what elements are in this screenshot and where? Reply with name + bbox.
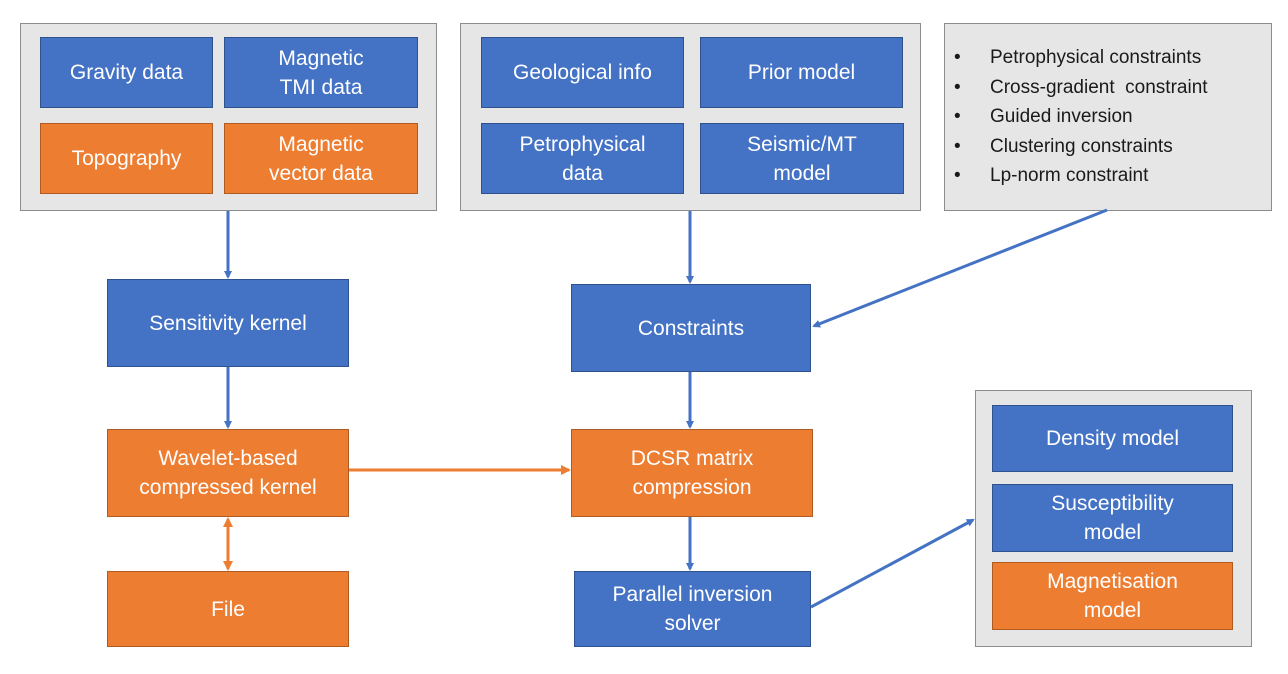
constraint-item-label: Clustering constraints bbox=[990, 135, 1173, 157]
arrow-constrainttypes-to-constraints bbox=[812, 208, 1108, 328]
constraint-item: • Petrophysical constraints bbox=[944, 43, 1272, 73]
sensitivity-kernel-box: Sensitivity kernel bbox=[107, 279, 349, 367]
constraint-item-label: Lp-norm constraint bbox=[990, 165, 1149, 186]
seismic-mt-model-box: Seismic/MT model bbox=[700, 123, 904, 194]
magnetic-tmi-data-box: Magnetic TMI data bbox=[224, 37, 418, 108]
constraint-types-list: • Petrophysical constraints • Cross-gradie… bbox=[944, 43, 1272, 191]
geological-info-box: Geological info bbox=[481, 37, 684, 108]
bullet-icon: • bbox=[954, 47, 961, 68]
file-box: File bbox=[107, 571, 349, 647]
susceptibility-model-box: Susceptibility model bbox=[992, 484, 1233, 552]
parallel-solver-box: Parallel inversion solver bbox=[574, 571, 811, 647]
wavelet-kernel-box: Wavelet-based compressed kernel bbox=[107, 429, 349, 517]
constraint-item-label: Cross-gradient constraint bbox=[990, 76, 1208, 98]
bullet-icon: • bbox=[954, 135, 961, 157]
arrow-solver-to-output bbox=[810, 518, 975, 609]
prior-model-box: Prior model bbox=[700, 37, 903, 108]
magnetisation-model-box: Magnetisation model bbox=[992, 562, 1233, 630]
gravity-data-box: Gravity data bbox=[40, 37, 213, 108]
bullet-icon: • bbox=[954, 76, 961, 98]
bullet-icon: • bbox=[954, 106, 961, 127]
constraints-box: Constraints bbox=[571, 284, 811, 372]
constraint-item-label: Guided inversion bbox=[990, 106, 1133, 127]
dcsr-compression-box: DCSR matrix compression bbox=[571, 429, 813, 517]
constraint-types-group bbox=[944, 23, 1272, 211]
constraint-item: • Cross-gradient constraint bbox=[944, 73, 1272, 103]
constraint-item-label: Petrophysical constraints bbox=[990, 47, 1202, 68]
constraint-item: • Guided inversion bbox=[944, 102, 1272, 132]
constraint-item: • Lp-norm constraint bbox=[944, 161, 1272, 191]
topography-box: Topography bbox=[40, 123, 213, 194]
density-model-box: Density model bbox=[992, 405, 1233, 472]
magnetic-vector-data-box: Magnetic vector data bbox=[224, 123, 418, 194]
petrophysical-data-box: Petrophysical data bbox=[481, 123, 684, 194]
constraint-item: • Clustering constraints bbox=[944, 132, 1272, 162]
bullet-icon: • bbox=[954, 165, 961, 186]
